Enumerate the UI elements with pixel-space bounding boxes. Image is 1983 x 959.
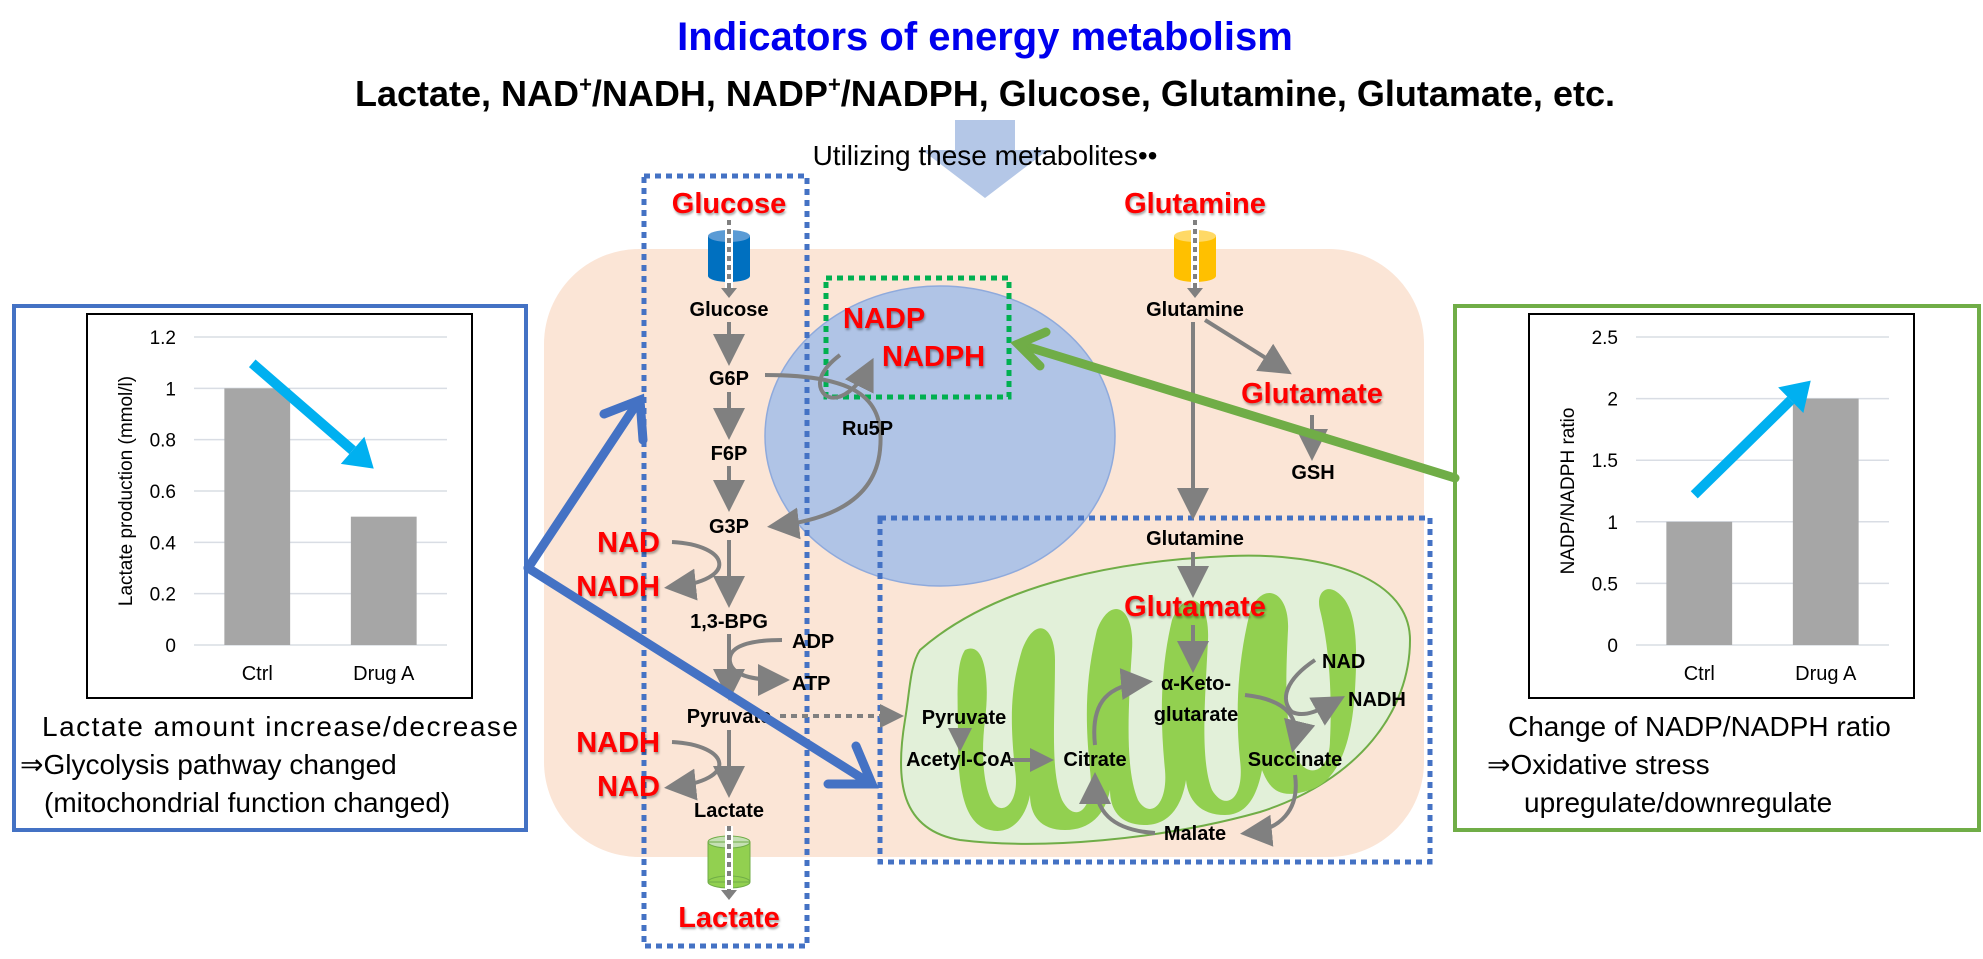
subtitle-part: /NADPH, Glucose, Glutamine, Glutamate, e…: [841, 73, 1615, 114]
trend-arrow-head: [1778, 380, 1811, 414]
glucose-outside-label: Glucose: [672, 188, 786, 220]
glutamate-label: Glutamate: [1241, 378, 1383, 410]
bar: [224, 388, 291, 645]
utilizing-text: Utilizing these metabolites••: [813, 140, 1158, 171]
y-tick-label: 1: [165, 379, 176, 400]
trend-arrow-head: [340, 436, 374, 469]
transport-lines: [721, 220, 1203, 900]
nad-label: NAD: [597, 771, 660, 803]
nadh-label: NADH: [576, 727, 660, 759]
lactate-label: Lactate: [694, 800, 764, 822]
y-tick-label: 0.2: [150, 585, 176, 606]
y-tick-label: 0.5: [1592, 574, 1618, 595]
mito-glutamine-label: Glutamine: [1146, 528, 1244, 550]
glutamine-label: Glutamine: [1146, 299, 1244, 321]
right-caption-line1: Change of NADP/NADPH ratio: [1508, 711, 1891, 742]
left-caption-line3: (mitochondrial function changed): [44, 787, 450, 818]
y-tick-label: 1.5: [1592, 451, 1618, 472]
mitochondrion: [900, 554, 1412, 845]
page-title: Indicators of energy metabolism: [677, 15, 1293, 59]
atp-label: ATP: [792, 673, 831, 695]
succinate-label: Succinate: [1248, 749, 1342, 771]
x-tick-label: Ctrl: [242, 663, 273, 685]
akg-label-line1: α-Keto-: [1161, 673, 1231, 695]
y-tick-label: 2.5: [1592, 328, 1618, 349]
y-tick-label: 1: [1607, 513, 1618, 534]
f6p-label: F6P: [711, 443, 748, 465]
acetyl-coa-label: Acetyl-CoA: [906, 749, 1014, 771]
subtitle-part: /NADH, NADP: [592, 73, 828, 114]
y-tick-label: 0: [165, 636, 176, 657]
bpg-label: 1,3-BPG: [690, 611, 768, 633]
down-arrow-icon: [922, 120, 1048, 198]
g3p-label: G3P: [709, 516, 749, 538]
x-tick-label: Drug A: [353, 663, 415, 685]
bar: [1666, 521, 1733, 645]
right-panel-connector-arrow: [1010, 327, 1460, 483]
y-tick-label: 1.2: [150, 328, 176, 349]
glucose-label: Glucose: [690, 299, 769, 321]
citrate-label: Citrate: [1063, 749, 1126, 771]
nadp-highlight-box: [823, 275, 1012, 400]
x-tick-label: Ctrl: [1684, 663, 1715, 685]
adp-label: ADP: [792, 631, 834, 653]
subtitle-part: Lactate, NAD: [355, 73, 579, 114]
trend-arrow: [1690, 396, 1795, 499]
glutamine-outside-label: Glutamine: [1124, 188, 1266, 220]
mito-nadh-label: NADH: [1348, 689, 1406, 711]
nad-label: NAD: [597, 527, 660, 559]
g6p-label: G6P: [709, 368, 749, 390]
nadp-label: NADP: [843, 303, 925, 335]
x-tick-label: Drug A: [1795, 663, 1857, 685]
mitochondria-pathway: Glutamine Glutamate Pyruvate Acetyl-CoA …: [906, 528, 1406, 847]
mito-nad-label: NAD: [1322, 651, 1365, 673]
nadh-label: NADH: [576, 571, 660, 603]
right-caption-line3: upregulate/downregulate: [1524, 787, 1832, 818]
nadph-label: NADPH: [882, 341, 985, 373]
y-tick-label: 0.6: [150, 482, 176, 503]
nucleus: [764, 285, 1116, 587]
metabolite-list-subtitle: Lactate, NAD+/NADH, NADP+/NADPH, Glucose…: [355, 72, 1615, 114]
superscript-plus: +: [828, 72, 841, 97]
trend-arrow: [248, 359, 356, 455]
mitochondria-highlight-box: [877, 515, 1433, 865]
y-axis-label: NADP/NADPH ratio: [1558, 408, 1579, 575]
bar: [1792, 398, 1859, 645]
cofactor-labels: NAD NADH NADH NAD: [576, 527, 660, 803]
right-caption-line2: ⇒Oxidative stress: [1487, 749, 1710, 780]
glycolysis-highlight-box: [641, 173, 810, 949]
mito-pyruvate-label: Pyruvate: [922, 707, 1007, 729]
glutamine-pathway: Glutamine Glutamate GSH: [1146, 299, 1383, 520]
y-tick-label: 0: [1607, 636, 1618, 657]
glycolysis-pathway: Glucose G6P F6P G3P 1,3-BPG Pyruvate Lac…: [687, 299, 834, 822]
y-tick-label: 0.8: [150, 431, 176, 452]
mito-glutamate-label: Glutamate: [1124, 591, 1266, 623]
malate-label: Malate: [1164, 823, 1226, 845]
y-tick-label: 2: [1607, 390, 1618, 411]
left-caption-line1: Lactate amount increase/decrease: [42, 711, 518, 742]
superscript-plus: +: [579, 72, 592, 97]
left-panel-connector-arrows: [523, 393, 879, 789]
cristae: [957, 589, 1357, 831]
glycolysis-arrows: [664, 322, 904, 801]
lactate-outside-label: Lactate: [678, 902, 780, 934]
gsh-label: GSH: [1291, 462, 1334, 484]
akg-label-line2: glutarate: [1154, 704, 1238, 726]
ru5p-label: Ru5P: [842, 418, 893, 440]
y-tick-label: 0.4: [150, 533, 177, 554]
left-caption-line2: ⇒Glycolysis pathway changed: [20, 749, 397, 780]
bar: [350, 516, 417, 645]
y-axis-label: Lactate production (mmol/l): [116, 376, 137, 606]
